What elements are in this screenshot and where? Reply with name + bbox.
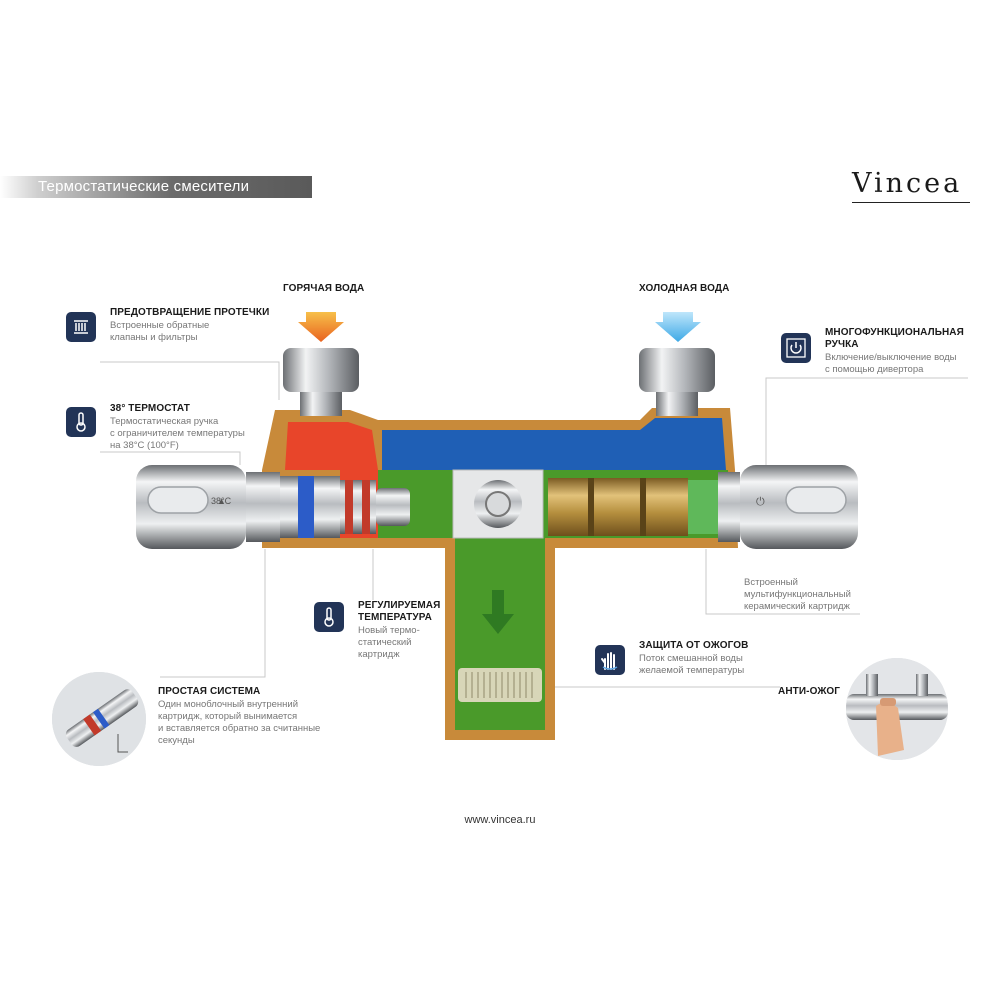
adjustable-desc-1: Новый термо- bbox=[358, 625, 420, 636]
multi-desc-1: Включение/выключение воды bbox=[825, 352, 957, 363]
multi-title-1: МНОГОФУНКЦИОНАЛЬНАЯ bbox=[825, 327, 964, 338]
outlet-arrow-icon bbox=[482, 590, 514, 634]
cold-inlet-fitting bbox=[639, 348, 715, 392]
leak-desc-2: клапаны и фильтры bbox=[110, 332, 198, 343]
cartridge-desc-3: керамический картридж bbox=[744, 601, 850, 612]
cold-water bbox=[382, 418, 726, 470]
scald-desc-2: желаемой температуры bbox=[639, 665, 745, 676]
adjustable-thermometer-icon bbox=[314, 602, 344, 632]
simple-desc-3: и вставляется обратно за считанные bbox=[158, 723, 321, 734]
adjustable-desc-3: картридж bbox=[358, 649, 400, 660]
cartridge-desc-2: мультифункциональный bbox=[744, 589, 851, 600]
thermometer-icon bbox=[66, 407, 96, 437]
simple-desc-1: Один моноблочный внутренний bbox=[158, 699, 299, 710]
thermostat-desc-3: на 38°C (100°F) bbox=[110, 440, 179, 451]
scald-title: ЗАЩИТА ОТ ОЖОГОВ bbox=[639, 640, 749, 651]
scald-desc-1: Поток смешанной воды bbox=[639, 653, 743, 664]
header-bar bbox=[0, 176, 312, 198]
anti-scald-title: АНТИ-ОЖОГ bbox=[778, 686, 840, 697]
hot-arrow-icon bbox=[298, 312, 344, 342]
hand-icon bbox=[595, 645, 625, 675]
website-link[interactable]: www.vincea.ru bbox=[464, 814, 536, 826]
hot-inlet-fitting bbox=[283, 348, 359, 392]
page-title: Термостатические смесители bbox=[38, 178, 250, 195]
cartridge-photo bbox=[52, 672, 146, 766]
thermostat-desc-2: с ограничителем температуры bbox=[110, 428, 245, 439]
adjustable-title-1: РЕГУЛИРУЕМАЯ bbox=[358, 600, 441, 611]
hand-on-mixer-photo bbox=[846, 658, 948, 760]
adjustable-desc-2: статический bbox=[358, 637, 412, 648]
brand-underline bbox=[852, 202, 970, 203]
svg-text:▲: ▲ bbox=[217, 496, 226, 506]
blue-seal bbox=[298, 476, 314, 538]
leak-title: ПРЕДОТВРАЩЕНИЕ ПРОТЕЧКИ bbox=[110, 307, 270, 318]
ceramic-cartridge bbox=[548, 478, 688, 536]
simple-desc-4: секунды bbox=[158, 735, 195, 746]
multi-desc-2: с помощью дивертора bbox=[825, 364, 924, 375]
svg-text:⏻: ⏻ bbox=[756, 495, 765, 508]
simple-title: ПРОСТАЯ СИСТЕМА bbox=[158, 686, 261, 697]
multi-title-2: РУЧКА bbox=[825, 339, 859, 350]
power-icon bbox=[781, 333, 811, 363]
thermostat-title: 38° ТЕРМОСТАТ bbox=[110, 403, 190, 414]
cold-arrow-icon bbox=[655, 312, 701, 342]
leak-desc-1: Встроенные обратные bbox=[110, 320, 210, 331]
simple-desc-2: картридж, который вынимается bbox=[158, 711, 298, 722]
cartridge-desc-1: Встроенный bbox=[744, 577, 798, 588]
aerator bbox=[458, 668, 542, 702]
knob-temp-label: 38°C bbox=[211, 496, 232, 506]
hot-water-label: ГОРЯЧАЯ ВОДА bbox=[283, 283, 365, 294]
brand-logo: Vincea bbox=[852, 168, 963, 199]
thermostat-desc-1: Термостатическая ручка bbox=[110, 416, 219, 427]
filter-icon bbox=[66, 312, 96, 342]
cold-water-label: ХОЛОДНАЯ ВОДА bbox=[639, 283, 730, 294]
adjustable-title-2: ТЕМПЕРАТУРА bbox=[358, 612, 432, 623]
